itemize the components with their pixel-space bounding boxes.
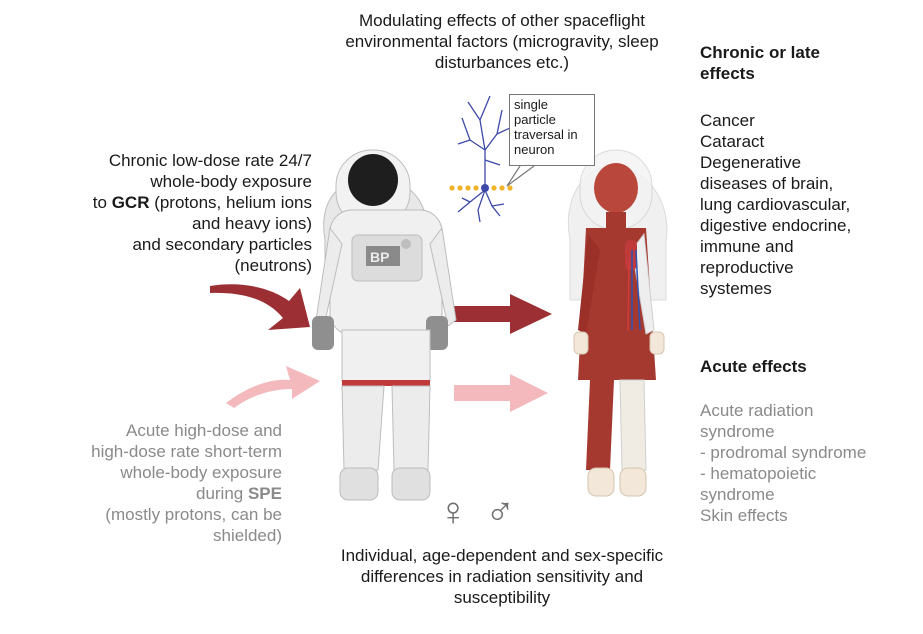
sex-symbols: ♀ ♂ [438, 490, 515, 534]
gcr-line: whole-body exposure [150, 172, 312, 191]
individual-note-line: differences in radiation sensitivity and [360, 567, 644, 586]
gcr-effect-arrow [454, 294, 552, 334]
gcr-line: to GCR (protons, helium ions [20, 192, 312, 213]
female-symbol-icon: ♀ [438, 490, 468, 534]
neuron-callout-line: traversal in [514, 127, 578, 142]
spe-exposure-description: Acute high-dose and high-dose rate short… [20, 420, 282, 546]
spe-effect-arrow [454, 374, 548, 412]
acute-effect-item: Acute radiation [700, 401, 814, 420]
gcr-incoming-arrow [210, 284, 310, 330]
gcr-line: (neutrons) [234, 256, 312, 275]
callout-pointer [506, 165, 535, 187]
gcr-line: and secondary particles [132, 235, 312, 254]
astronaut-badge: BP [370, 249, 389, 265]
gcr-line: Chronic low-dose rate 24/7 [108, 151, 312, 170]
chronic-effect-item: immune and [700, 237, 794, 256]
neuron-callout-box: single particle traversal in neuron [509, 94, 595, 166]
chronic-title-line: Chronic or late [700, 43, 820, 62]
spe-line: (mostly protons, can be [105, 505, 282, 524]
acute-effect-item: - hematopoietic [700, 464, 817, 483]
acute-effects-list: Acute radiation syndrome - prodromal syn… [700, 400, 866, 526]
modulating-effects-note: Modulating effects of other spaceflight … [262, 10, 742, 73]
individual-note-line: Individual, age-dependent and sex-specif… [340, 546, 664, 565]
spe-line: Acute high-dose and [126, 421, 282, 440]
gcr-acronym: GCR [111, 193, 150, 212]
gcr-line: and heavy ions) [191, 214, 312, 233]
gcr-prefix: to [92, 193, 112, 212]
neuron-illustration [457, 95, 511, 223]
acute-effects-title: Acute effects [700, 357, 807, 376]
chronic-effect-item: lung cardiovascular, [700, 195, 851, 214]
spe-line: whole-body exposure [120, 463, 282, 482]
astronaut-figure: BP [312, 149, 457, 501]
acute-effect-item: Skin effects [700, 506, 788, 525]
gcr-exposure-description: Chronic low-dose rate 24/7 whole-body ex… [20, 150, 312, 276]
chronic-effect-item: systemes [700, 279, 772, 298]
neuron-callout-line: particle [514, 112, 556, 127]
particle-track [449, 185, 513, 191]
chronic-effects-title: Chronic or late effects [700, 42, 820, 84]
neuron-soma [481, 184, 489, 192]
modulating-note-line: environmental factors (microgravity, sle… [345, 32, 659, 51]
chronic-effect-item: Cataract [700, 132, 765, 151]
modulating-note-line: Modulating effects of other spaceflight [358, 11, 646, 30]
individual-differences-note: Individual, age-dependent and sex-specif… [262, 545, 742, 608]
spe-prefix: during [195, 484, 248, 503]
chronic-effect-item: digestive endocrine, [700, 216, 852, 235]
neuron-callout-line: neuron [514, 142, 555, 157]
spe-line: shielded) [213, 526, 282, 545]
chronic-effect-item: Degenerative [700, 153, 802, 172]
individual-note-line: susceptibility [453, 588, 551, 607]
spe-line: high-dose rate short-term [91, 442, 282, 461]
neuron-callout-line: single [514, 97, 548, 112]
spe-acronym: SPE [247, 484, 282, 503]
chronic-effect-item: diseases of brain, [700, 174, 834, 193]
modulating-note-line: disturbances etc.) [434, 53, 570, 72]
chronic-effects-list: Cancer Cataract Degenerative diseases of… [700, 110, 851, 299]
chronic-title-line: effects [700, 64, 755, 83]
acute-effect-item: syndrome [700, 422, 775, 441]
acute-effect-item: syndrome [700, 485, 775, 504]
chronic-effect-item: reproductive [700, 258, 794, 277]
anatomy-figure [567, 149, 668, 497]
male-symbol-icon: ♂ [485, 490, 516, 534]
spe-line: during SPE [20, 483, 282, 504]
acute-effect-item: - prodromal syndrome [700, 443, 867, 462]
chronic-effect-item: Cancer [700, 111, 755, 130]
spe-incoming-arrow [226, 366, 320, 408]
gcr-suffix: (protons, helium ions [149, 193, 312, 212]
